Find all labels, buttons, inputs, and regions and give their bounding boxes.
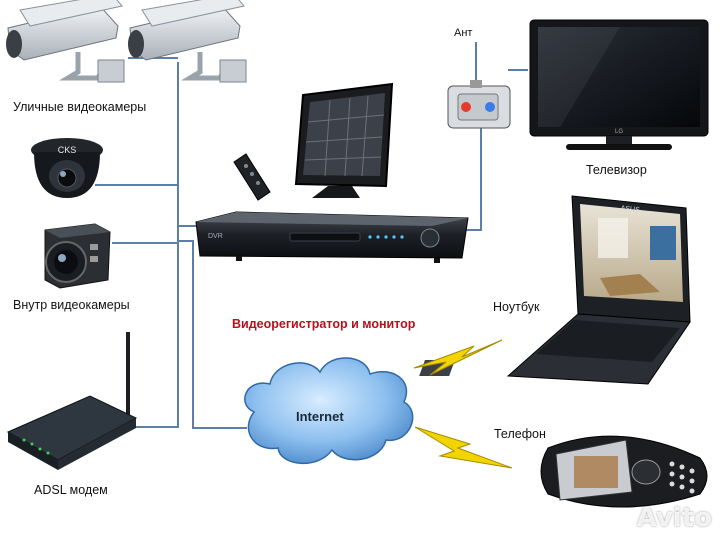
wireless-link-phone-icon	[414, 426, 513, 469]
tv-icon: LG	[529, 19, 709, 150]
remote-control-icon	[233, 153, 271, 201]
street-camera-2-icon	[128, 0, 247, 83]
phone-label: Телефон	[494, 427, 546, 441]
adsl-modem-label: ADSL модем	[34, 483, 108, 497]
dvr-brand: DVR	[208, 233, 223, 240]
laptop-brand: ASUS	[620, 205, 640, 214]
antenna-splitter-icon	[447, 80, 511, 129]
wireless-link-laptop-icon	[413, 339, 503, 376]
antenna-label: Ант	[454, 27, 473, 39]
laptop-icon: ASUS	[419, 195, 691, 385]
tv-label: Телевизор	[586, 163, 647, 177]
avito-watermark: Avito	[636, 503, 712, 533]
laptop-label: Ноутбук	[493, 300, 540, 314]
indoor-cameras-label: Внутр видеокамеры	[13, 298, 130, 312]
street-cameras-label: Уличные видеокамеры	[13, 100, 147, 114]
indoor-camera-icon	[44, 223, 111, 289]
tv-brand: LG	[615, 129, 623, 135]
svg-text:CKS: CKS	[58, 145, 77, 155]
dome-camera-icon: CKS	[31, 138, 103, 198]
adsl-modem-icon	[6, 332, 138, 470]
dvr-recorder-icon: DVR	[195, 211, 469, 263]
internet-label: Internet	[296, 409, 344, 424]
dvr-monitor-label: Видеорегистратор и монитор	[232, 317, 416, 331]
mobile-phone-icon	[540, 435, 708, 508]
street-camera-1-icon	[6, 0, 125, 83]
internet-cloud-icon	[244, 357, 414, 465]
cctv-monitor-icon	[294, 82, 394, 198]
